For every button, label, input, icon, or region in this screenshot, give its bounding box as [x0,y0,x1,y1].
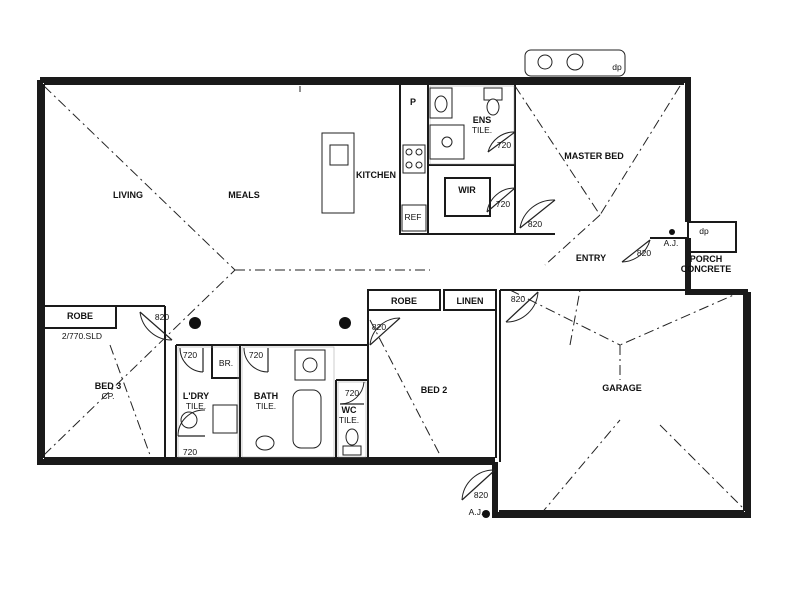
doors [139,131,651,501]
light-points [189,229,675,518]
label-bath-tile: TILE. [256,401,276,411]
label-kitchen: KITCHEN [356,170,396,180]
downpipe-icon [482,510,490,518]
room-labels: LIVING MEALS KITCHEN P REF ENS TILE. WIR… [62,62,731,517]
door-label-ens: 720 [497,140,511,150]
label-wir: WIR [458,185,476,195]
door-label-laundry: 720 [183,350,197,360]
light-point-icon [189,317,201,329]
door-size-labels: 720 720 820 820 820 820 820 720 720 720 … [155,140,651,500]
washer [180,411,198,429]
label-dp-porch: dp [699,226,709,236]
door-label-garage-side: 820 [474,490,488,500]
label-aj-porch: A.J. [664,238,679,248]
door-label-garage-inner: 820 [511,294,525,304]
label-living: LIVING [113,190,143,200]
label-dp-top: dp [612,62,622,72]
label-bed3-cp: CP. [101,391,114,401]
outer-walls [37,77,751,518]
label-robe-bed3-door: 2/770.SLD [62,331,102,341]
kitchen-sink [329,144,349,166]
downpipe-icon [669,229,675,235]
internal-walls [43,83,745,511]
door-label-bed3: 820 [155,312,169,322]
label-laundry-tile: TILE. [186,401,206,411]
light-point-icon [339,317,351,329]
label-bed3: BED 3 [95,381,122,391]
label-ref: REF [405,212,422,222]
label-ens: ENS [473,115,492,125]
ensuite-shower [429,124,465,160]
label-garage: GARAGE [602,383,642,393]
door-label-entry: 820 [637,248,651,258]
wc-toilet [345,428,359,446]
roof-lines [43,85,746,516]
label-wc-tile: TILE. [339,415,359,425]
label-wc: WC [342,405,357,415]
label-robe-bed2: ROBE [391,296,417,306]
cooktop [402,144,426,174]
label-linen: LINEN [457,296,484,306]
label-robe-bed3: ROBE [67,311,93,321]
label-aj-bottom: A.J. [469,507,484,517]
ensuite-toilet [483,87,503,101]
label-bed2: BED 2 [421,385,448,395]
door-label-bed2: 820 [372,322,386,332]
label-ens-tile: TILE. [472,125,492,135]
door-label-wc: 720 [345,388,359,398]
door-label-master: 820 [528,219,542,229]
bathtub [292,389,322,449]
label-porch-concrete: CONCRETE [681,264,732,274]
label-meals: MEALS [228,190,260,200]
label-linen-cupboard: BR. [219,358,233,368]
label-porch: PORCH [690,254,723,264]
door-label-wir: 720 [496,199,510,209]
label-bath: BATH [254,391,278,401]
vanity-basin [255,435,275,451]
laundry-tub [212,404,238,434]
door-label-bath: 720 [249,350,263,360]
label-entry: ENTRY [576,253,606,263]
fridge [401,204,427,232]
door-label-laundry-ext: 720 [183,447,197,457]
label-laundry: L'DRY [183,391,209,401]
label-pantry: P [410,97,416,107]
label-master-bed: MASTER BED [564,151,624,161]
fixtures [180,49,626,456]
